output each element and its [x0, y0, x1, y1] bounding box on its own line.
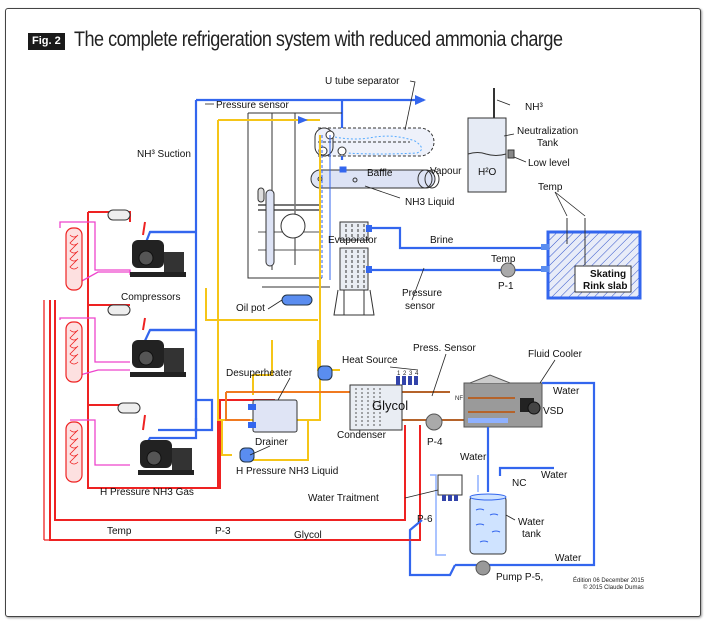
heat-source-valves [396, 376, 418, 385]
label-press-sensor: Press. Sensor [413, 343, 476, 354]
label-glycol-bottom: Glycol [294, 530, 322, 541]
label-nh3-suction: NH³ Suction [137, 149, 191, 160]
label-drainer: Drainer [255, 437, 288, 448]
condenser [349, 384, 403, 431]
label-temp-rink: Temp [538, 182, 563, 193]
water-tank [469, 493, 507, 555]
label-hs-4: 4 [415, 371, 419, 377]
label-nh3-liquid: NH3 Liquid [405, 197, 454, 208]
label-pressure: Pressure [402, 288, 442, 299]
fluid-cooler [463, 374, 543, 428]
label-water-tank-2: tank [522, 529, 542, 540]
label-heat-source: Heat Source [342, 355, 398, 366]
label-desuperheater: Desuperheater [226, 368, 293, 379]
heat-source-trap [317, 365, 333, 381]
label-p1: P-1 [498, 281, 514, 292]
label-hs-1: 1 [397, 371, 401, 377]
pump-p1 [500, 262, 516, 278]
nozzle [366, 225, 372, 232]
pump-p4 [425, 413, 443, 431]
label-neutralization: Neutralization [517, 126, 578, 137]
label-oil-pot: Oil pot [236, 303, 265, 314]
label-water-down: Water [460, 452, 487, 463]
label-p3: P-3 [215, 526, 231, 537]
label-tank: Tank [537, 138, 559, 149]
label-vsd: VSD [543, 406, 564, 417]
label-p6: P-6 [417, 514, 433, 525]
compressor-1 [130, 240, 186, 277]
label-pump-p5: Pump P-5, [496, 572, 543, 583]
label-vapour: Vapour [430, 166, 462, 177]
compressor-2 [130, 340, 186, 377]
leader-lines [205, 80, 586, 521]
label-pressure-sensor: Pressure sensor [216, 100, 289, 111]
label-brine: Brine [430, 235, 454, 246]
hp-heat-exchangers [65, 227, 83, 483]
label-skating: Skating [590, 269, 626, 280]
oil-return-lines [59, 221, 131, 466]
nozzle [366, 266, 372, 273]
drainer [239, 447, 255, 463]
level-column [265, 189, 275, 267]
label-baffle: Baffle [367, 168, 393, 179]
label-h2o: H²O [478, 167, 497, 178]
desuperheater [248, 399, 298, 433]
label-water-tank-1: Water [518, 517, 545, 528]
water-treatment-lines [430, 474, 479, 556]
label-water-bottom: Water [555, 553, 582, 564]
label-water-nc: Water [541, 470, 568, 481]
label-water-fc: Water [553, 386, 580, 397]
label-hp-liquid: H Pressure NH3 Liquid [236, 466, 338, 477]
u-tube-separator [314, 127, 435, 157]
compressor-3 [138, 440, 194, 475]
label-edition: Édition 06 December 2015 [573, 577, 645, 584]
label-fluid-cooler: Fluid Cooler [528, 349, 583, 360]
figure-title: The complete refrigeration system with r… [74, 28, 563, 51]
label-evaporator: Evaporator [328, 235, 378, 246]
label-hs-3: 3 [409, 371, 413, 377]
flow-arrow [415, 95, 426, 105]
flow-arrow [298, 116, 308, 124]
label-hs-2: 2 [403, 371, 407, 377]
label-nc: NC [512, 478, 526, 489]
oil-separators [107, 209, 141, 414]
pump-p5 [475, 560, 491, 576]
label-rink-slab: Rink slab [583, 281, 627, 292]
label-glycol-condenser: Glycol [372, 398, 408, 413]
level-switch [257, 187, 265, 203]
label-nf: NF [455, 396, 463, 402]
label-p4: P-4 [427, 437, 443, 448]
label-low-level: Low level [528, 158, 570, 169]
nozzle [541, 266, 549, 272]
label-condenser: Condenser [337, 430, 387, 441]
water-treatment [437, 474, 463, 501]
neutralization-tank [467, 88, 515, 193]
glycol-return-lines [43, 300, 420, 541]
label-sensor: sensor [405, 301, 436, 312]
water-lines [408, 381, 596, 577]
label-water-traitment: Water Traitment [308, 493, 379, 504]
label-copyright: © 2015 Claude Dumas [583, 584, 644, 591]
nozzle [541, 244, 549, 250]
figure-badge: Fig. 2 [28, 33, 65, 50]
label-compressors: Compressors [121, 292, 180, 303]
label-u-tube-separator: U tube separator [325, 76, 400, 87]
label-hp-gas: H Pressure NH3 Gas [100, 487, 194, 498]
brine-lines [368, 226, 545, 272]
separator-drum [310, 169, 440, 189]
evaporator [333, 221, 375, 316]
separator-connections [321, 135, 347, 280]
label-temp-bottom: Temp [107, 526, 132, 537]
label-temp-p1: Temp [491, 254, 516, 265]
rink-label-box [574, 265, 632, 293]
exchanger-coils [69, 234, 79, 465]
label-nh3-vent: NH³ [525, 102, 543, 113]
